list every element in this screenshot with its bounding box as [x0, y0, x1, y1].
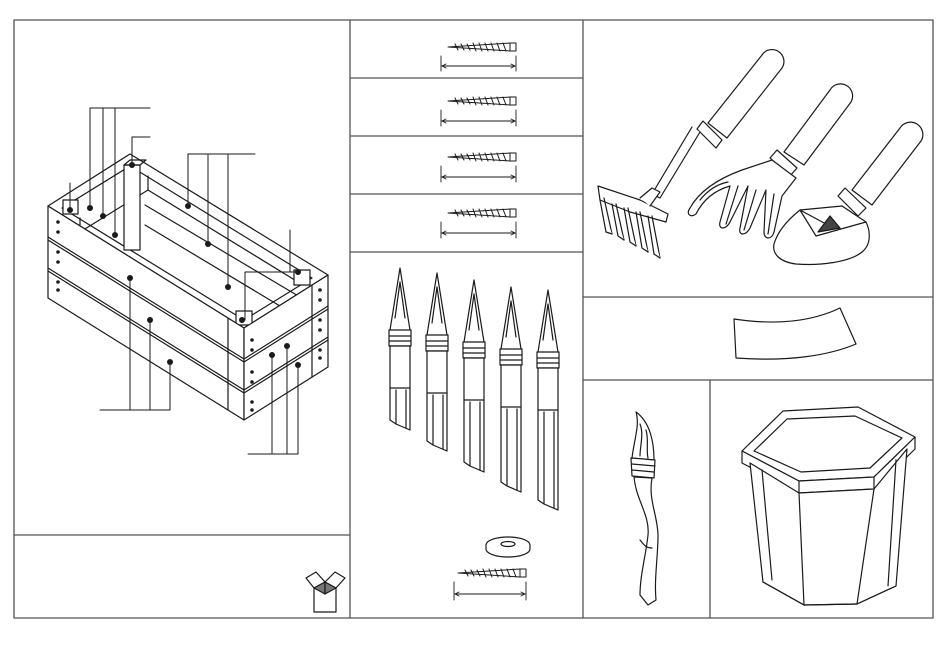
- hardware-box-icon: [306, 572, 345, 612]
- washer-icon: [486, 537, 530, 557]
- wooden-planter-box-icon: [48, 108, 328, 454]
- hexagon-pot-icon: [742, 407, 915, 605]
- length-dimension: [454, 582, 526, 600]
- screw-length-1: [441, 43, 516, 71]
- hand-rake-icon: [598, 50, 784, 258]
- length-dimension: [441, 166, 516, 182]
- washer-and-screw: [454, 537, 530, 600]
- screw-length-2: [441, 97, 516, 126]
- ground-stake-icon: [426, 273, 448, 451]
- length-dimension: [441, 56, 516, 71]
- screw-icon: [448, 209, 516, 217]
- screw-length-4: [441, 209, 516, 238]
- ground-stake-icon: [463, 280, 485, 472]
- liner-sheet-icon: [734, 308, 856, 359]
- screw-length-3: [441, 153, 516, 182]
- ground-stake-icon: [389, 268, 411, 430]
- plant-stakes: [389, 268, 559, 510]
- paint-brush-icon: [631, 412, 658, 605]
- screw-icon: [458, 569, 526, 577]
- ground-stake-icon: [500, 287, 522, 492]
- screw-icon: [448, 97, 516, 105]
- length-dimension: [441, 110, 516, 126]
- length-dimension: [441, 222, 516, 238]
- ground-stake-icon: [537, 290, 559, 510]
- screw-icon: [448, 43, 516, 51]
- rake-fork-trowel-icon: [598, 50, 923, 265]
- screw-icon: [448, 153, 516, 161]
